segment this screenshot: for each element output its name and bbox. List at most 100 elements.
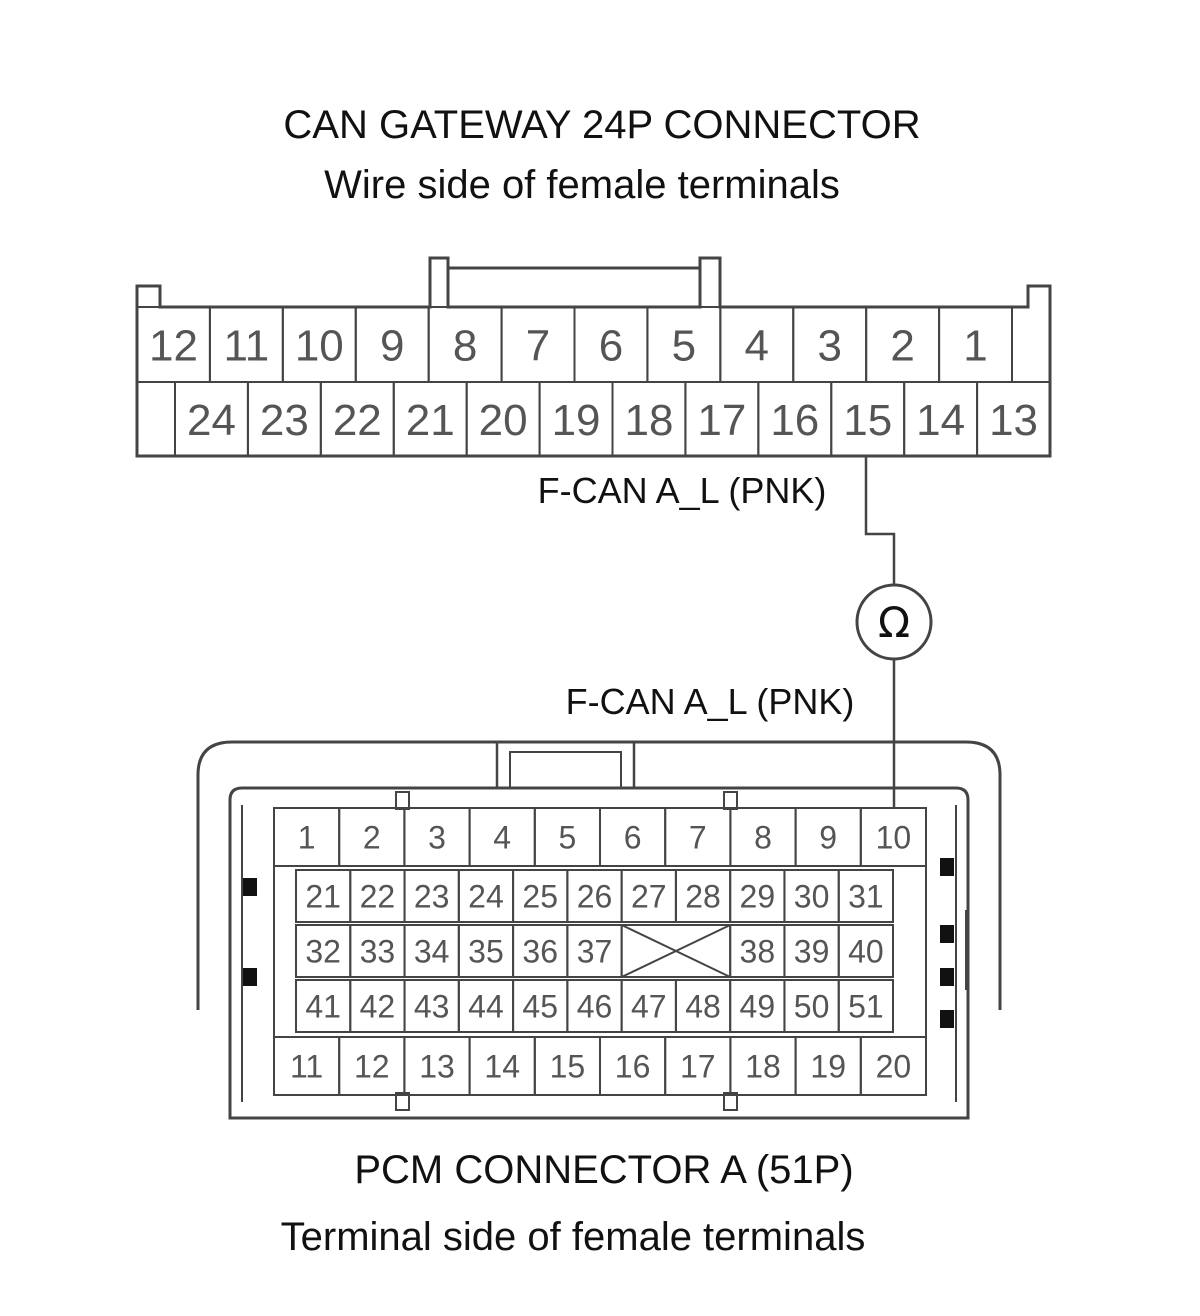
top-connector-title: CAN GATEWAY 24P CONNECTOR bbox=[283, 103, 920, 147]
pcm-terminal: 18 bbox=[729, 1036, 797, 1096]
terminal: 4 bbox=[719, 306, 795, 383]
pcm-terminal: 45 bbox=[512, 979, 569, 1033]
pin-number: 50 bbox=[794, 989, 830, 1025]
pcm-terminal: 32 bbox=[295, 924, 352, 978]
pin-number: 6 bbox=[624, 820, 642, 856]
f-can-wire: F-CAN A_L (PNK) F-CAN A_L (PNK) bbox=[538, 456, 896, 808]
pin-number: 36 bbox=[522, 934, 558, 970]
pin-number: 8 bbox=[453, 321, 477, 370]
pcm-terminal: 11 bbox=[273, 1036, 341, 1096]
pin-number: 13 bbox=[419, 1049, 455, 1085]
pin-number: 23 bbox=[414, 879, 450, 915]
pcm-terminal: 27 bbox=[620, 869, 677, 923]
top-connector-subtitle: Wire side of female terminals bbox=[324, 163, 840, 207]
pin-number: 16 bbox=[615, 1049, 651, 1085]
pcm-terminal: 40 bbox=[837, 924, 895, 978]
pin-number: 32 bbox=[305, 934, 341, 970]
terminal: 20 bbox=[465, 381, 541, 457]
terminal: 14 bbox=[903, 381, 979, 457]
pcm-terminal: 28 bbox=[674, 869, 732, 923]
pin-number: 3 bbox=[817, 321, 841, 370]
pin-number: 9 bbox=[819, 820, 837, 856]
pin-number: 4 bbox=[745, 321, 769, 370]
terminal: 23 bbox=[246, 381, 322, 457]
pin-number: 22 bbox=[333, 396, 382, 445]
pin-number: 42 bbox=[360, 989, 396, 1025]
pcm-connector-title: PCM CONNECTOR A (51P) bbox=[354, 1148, 853, 1192]
latch-mark bbox=[940, 1010, 954, 1028]
pcm-terminal: 5 bbox=[533, 807, 601, 867]
pcm-terminal: 19 bbox=[794, 1036, 862, 1096]
pin-number: 10 bbox=[876, 820, 912, 856]
pcm-terminal: 48 bbox=[674, 979, 732, 1033]
pcm-terminal: 47 bbox=[620, 979, 677, 1033]
pin-number: 18 bbox=[745, 1049, 781, 1085]
pin-number: 9 bbox=[380, 321, 404, 370]
pin-number: 51 bbox=[848, 989, 884, 1025]
terminal: 16 bbox=[757, 381, 833, 457]
terminal: 13 bbox=[976, 381, 1051, 457]
pcm-terminal: 42 bbox=[349, 979, 406, 1033]
pin-number: 20 bbox=[479, 396, 528, 445]
terminal: 5 bbox=[646, 306, 722, 383]
pcm-terminal: 46 bbox=[566, 979, 623, 1033]
pin-number: 7 bbox=[526, 321, 550, 370]
pin-number: 1 bbox=[963, 321, 987, 370]
pcm-terminal: 25 bbox=[512, 869, 569, 923]
pcm-terminal: 4 bbox=[468, 807, 536, 867]
pin-number: 41 bbox=[305, 989, 341, 1025]
wire-label-top: F-CAN A_L (PNK) bbox=[538, 470, 827, 511]
pin-number: 4 bbox=[493, 820, 511, 856]
pin-number: 47 bbox=[631, 989, 667, 1025]
pin-number: 12 bbox=[354, 1049, 390, 1085]
pin-number: 11 bbox=[224, 321, 270, 370]
pin-number: 31 bbox=[848, 879, 884, 915]
wire-label-bottom: F-CAN A_L (PNK) bbox=[566, 681, 855, 722]
pin-number: 1 bbox=[298, 820, 316, 856]
terminal: 10 bbox=[281, 306, 357, 383]
terminal: 12 bbox=[136, 306, 211, 383]
ohm-symbol: Ω bbox=[878, 598, 910, 647]
pcm-connector-subtitle: Terminal side of female terminals bbox=[281, 1215, 866, 1259]
terminal: 22 bbox=[319, 381, 395, 457]
terminal: 6 bbox=[573, 306, 649, 383]
pin-number: 43 bbox=[414, 989, 450, 1025]
pcm-terminal: 36 bbox=[512, 924, 569, 978]
unused-cavity bbox=[620, 924, 732, 978]
pin-number: 14 bbox=[484, 1049, 520, 1085]
pin-number: 17 bbox=[697, 396, 746, 445]
terminal: 17 bbox=[684, 381, 760, 457]
pin-number: 13 bbox=[989, 396, 1038, 445]
terminal: 2 bbox=[865, 306, 941, 383]
pin-number: 49 bbox=[740, 989, 776, 1025]
pin-number: 48 bbox=[685, 989, 721, 1025]
pcm-terminal: 34 bbox=[403, 924, 460, 978]
latch-mark bbox=[243, 878, 257, 896]
pcm-terminal: 41 bbox=[295, 979, 352, 1033]
pin-number: 5 bbox=[559, 820, 577, 856]
pin-number: 15 bbox=[843, 396, 892, 445]
pin-number: 39 bbox=[794, 934, 830, 970]
pcm-terminal: 50 bbox=[783, 979, 840, 1033]
pin-number: 27 bbox=[631, 879, 667, 915]
pcm-terminal: 51 bbox=[837, 979, 895, 1033]
terminal: 7 bbox=[500, 306, 576, 383]
pin-number: 21 bbox=[406, 396, 455, 445]
pin-number: 21 bbox=[305, 879, 341, 915]
pin-number: 29 bbox=[740, 879, 776, 915]
pin-number: 18 bbox=[624, 396, 673, 445]
terminal: 21 bbox=[392, 381, 468, 457]
terminal: 15 bbox=[830, 381, 906, 457]
pcm-terminal: 17 bbox=[664, 1036, 732, 1096]
pin-number: 40 bbox=[848, 934, 884, 970]
pin-number: 35 bbox=[468, 934, 504, 970]
pcm-terminal: 6 bbox=[599, 807, 667, 867]
pcm-terminal: 23 bbox=[403, 869, 460, 923]
pcm-terminal: 33 bbox=[349, 924, 406, 978]
pcm-terminal: 2 bbox=[338, 807, 406, 867]
terminal: 18 bbox=[611, 381, 687, 457]
pcm-terminal: 14 bbox=[468, 1036, 536, 1096]
pcm-terminal: 13 bbox=[403, 1036, 471, 1096]
